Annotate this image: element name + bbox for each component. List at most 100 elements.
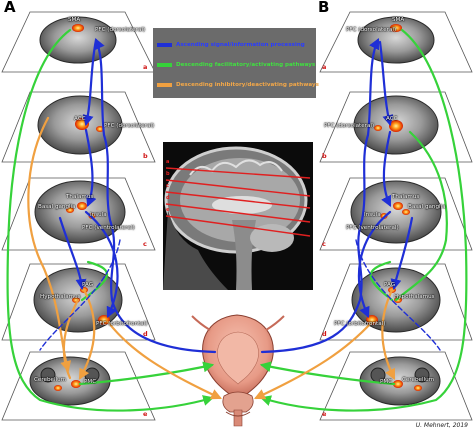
label-pmc-b: PMC	[380, 379, 393, 385]
mri-line-a	[165, 167, 311, 179]
sphincter	[225, 411, 251, 417]
level-label-a-b: b	[143, 152, 148, 160]
legend-label-inhibitory: Descending inhibitory/deactivating pathw…	[176, 82, 320, 88]
label-pag-b: PAG	[384, 282, 396, 288]
label-pfc-dorsolateral-b2: PFC (dorsolateral)	[324, 123, 375, 129]
level-label-b-b: b	[322, 152, 327, 160]
panel-label-b: B	[318, 0, 330, 16]
hotspot-pfcdl-b	[374, 125, 382, 131]
panel-label-a: A	[4, 0, 16, 16]
inhibitory-pathway-a-2	[106, 320, 222, 400]
brain-slice-b-a	[357, 16, 435, 64]
mri-level-c: c	[166, 183, 169, 189]
legend-label-ascending: Ascending signal/information processing	[176, 42, 305, 48]
label-sma-a: SMA	[68, 17, 81, 23]
ascending-pathway-a-2	[82, 38, 98, 127]
mri-line-e	[165, 215, 311, 237]
facilitatory-pathway-a-1	[6, 28, 215, 412]
hotspot-bg-b	[402, 209, 410, 215]
ascending-pathway-a-3	[84, 128, 97, 208]
ascending-pathway-b-5	[390, 216, 414, 291]
level-label-a-c: c	[143, 240, 147, 248]
mri-level-b: b	[166, 171, 170, 177]
ascending-pathway-a-4	[84, 210, 119, 318]
hotspot-sma-a	[72, 24, 84, 32]
level-label-b-a: a	[322, 63, 327, 71]
mri-gyri	[189, 159, 283, 176]
mri-cerebellum	[250, 224, 294, 252]
legend-item-facilitatory: Descending facilitatory/activating pathw…	[157, 60, 315, 70]
legend-item-ascending: Ascending signal/information processing	[157, 40, 305, 50]
eye-left-a	[40, 367, 56, 383]
mri-brainstem	[232, 220, 256, 290]
hotspot-pfcdl-a	[96, 126, 104, 132]
label-thalamus-a: Thalamus	[66, 194, 94, 200]
legend-swatch-inhibitory	[157, 83, 172, 87]
pathways-panel-b	[254, 28, 468, 412]
mri-line-d	[165, 203, 311, 223]
urethra	[233, 409, 243, 427]
hotspot-sma-b	[390, 24, 402, 32]
ascending-pathway-b-1	[260, 38, 380, 354]
label-cerebellum-a: Cerebellum	[34, 377, 67, 383]
label-sma-b: SMA	[392, 17, 405, 23]
facilitatory-pathway-b-4	[369, 260, 394, 302]
hotspot-thal-b	[393, 202, 403, 210]
hotspot-cereb-a	[54, 385, 62, 391]
label-insula-b: Insula	[364, 212, 381, 218]
ascending-pathway-a-1	[94, 37, 217, 354]
inhibitory-pathway-a-3	[78, 288, 96, 380]
prostate	[222, 391, 254, 413]
inhibitory-pathway-a-4	[62, 298, 80, 380]
hotspot-thal-a	[77, 202, 87, 210]
label-hypothalamus-a: Hypothalamus	[40, 294, 81, 300]
mri-line-b	[165, 179, 311, 197]
level-label-a-d: d	[143, 330, 148, 338]
dashed-pathway-b	[355, 239, 441, 351]
panel-a-slices	[1, 11, 156, 421]
legend-item-inhibitory: Descending inhibitory/deactivating pathw…	[157, 80, 319, 90]
hotspot-cereb-b	[414, 385, 422, 391]
panel-b-slices	[319, 11, 473, 421]
inhibitory-pathway-b-2	[381, 288, 396, 380]
facilitatory-pathway-a-3	[80, 260, 109, 302]
bladder-inner	[217, 331, 259, 385]
label-thalamus-b: Thalamus	[392, 194, 420, 200]
facilitatory-pathway-b-3	[394, 130, 448, 302]
facilitatory-pathway-a-2	[78, 361, 215, 386]
label-pfc-dorsolateral-a1: PFC (dorsolateral)	[95, 27, 146, 33]
label-basal-ganglia-b: Basal ganglia	[408, 204, 446, 210]
legend-label-facilitatory: Descending facilitatory/activating pathw…	[176, 62, 316, 68]
mri-level-d: d	[166, 195, 170, 201]
bladder-illustration	[191, 314, 285, 427]
brain-slice-a-c	[34, 180, 126, 244]
author-credit: U. Mehnert, 2019	[415, 422, 468, 429]
label-insula-a: Insula	[90, 212, 107, 218]
mri-level-a: a	[166, 159, 170, 165]
ureter-right	[265, 315, 285, 331]
ascending-pathway-b-2	[378, 40, 394, 127]
mri-level-e: e	[166, 207, 170, 213]
hotspot-pmc-b	[393, 380, 403, 388]
brain-slice-a-a	[39, 16, 117, 64]
ascending-pathway-a-5	[58, 216, 87, 291]
legend-swatch-facilitatory	[157, 63, 172, 67]
hotspot-bg-a	[66, 207, 74, 213]
label-pfc-ventrolateral-a: PFC (ventrolateral)	[82, 225, 135, 231]
mri-face	[163, 210, 228, 290]
sagittal-mri	[163, 142, 313, 290]
eye-right-b	[414, 367, 430, 383]
label-basal-ganglia-a: Basal ganglia	[38, 204, 76, 210]
ascending-pathway-b-4	[357, 210, 392, 319]
label-pfc-orbitofrontal-a: PFC (orbitofrontal)	[96, 321, 148, 327]
legend: Ascending signal/information processing …	[153, 28, 319, 98]
facilitatory-pathway-b-1	[259, 28, 468, 412]
hotspot-pmc-a	[71, 380, 81, 388]
label-pfc-dorsolateral-a2: PFC (dorsolateral)	[104, 123, 155, 129]
label-acc-b: ACC	[386, 116, 398, 122]
label-hypothalamus-b: Hypothalamus	[394, 294, 435, 300]
ureter-left	[191, 315, 211, 331]
hotspot-hypo-b	[394, 297, 402, 303]
level-label-a-e: e	[143, 410, 148, 418]
